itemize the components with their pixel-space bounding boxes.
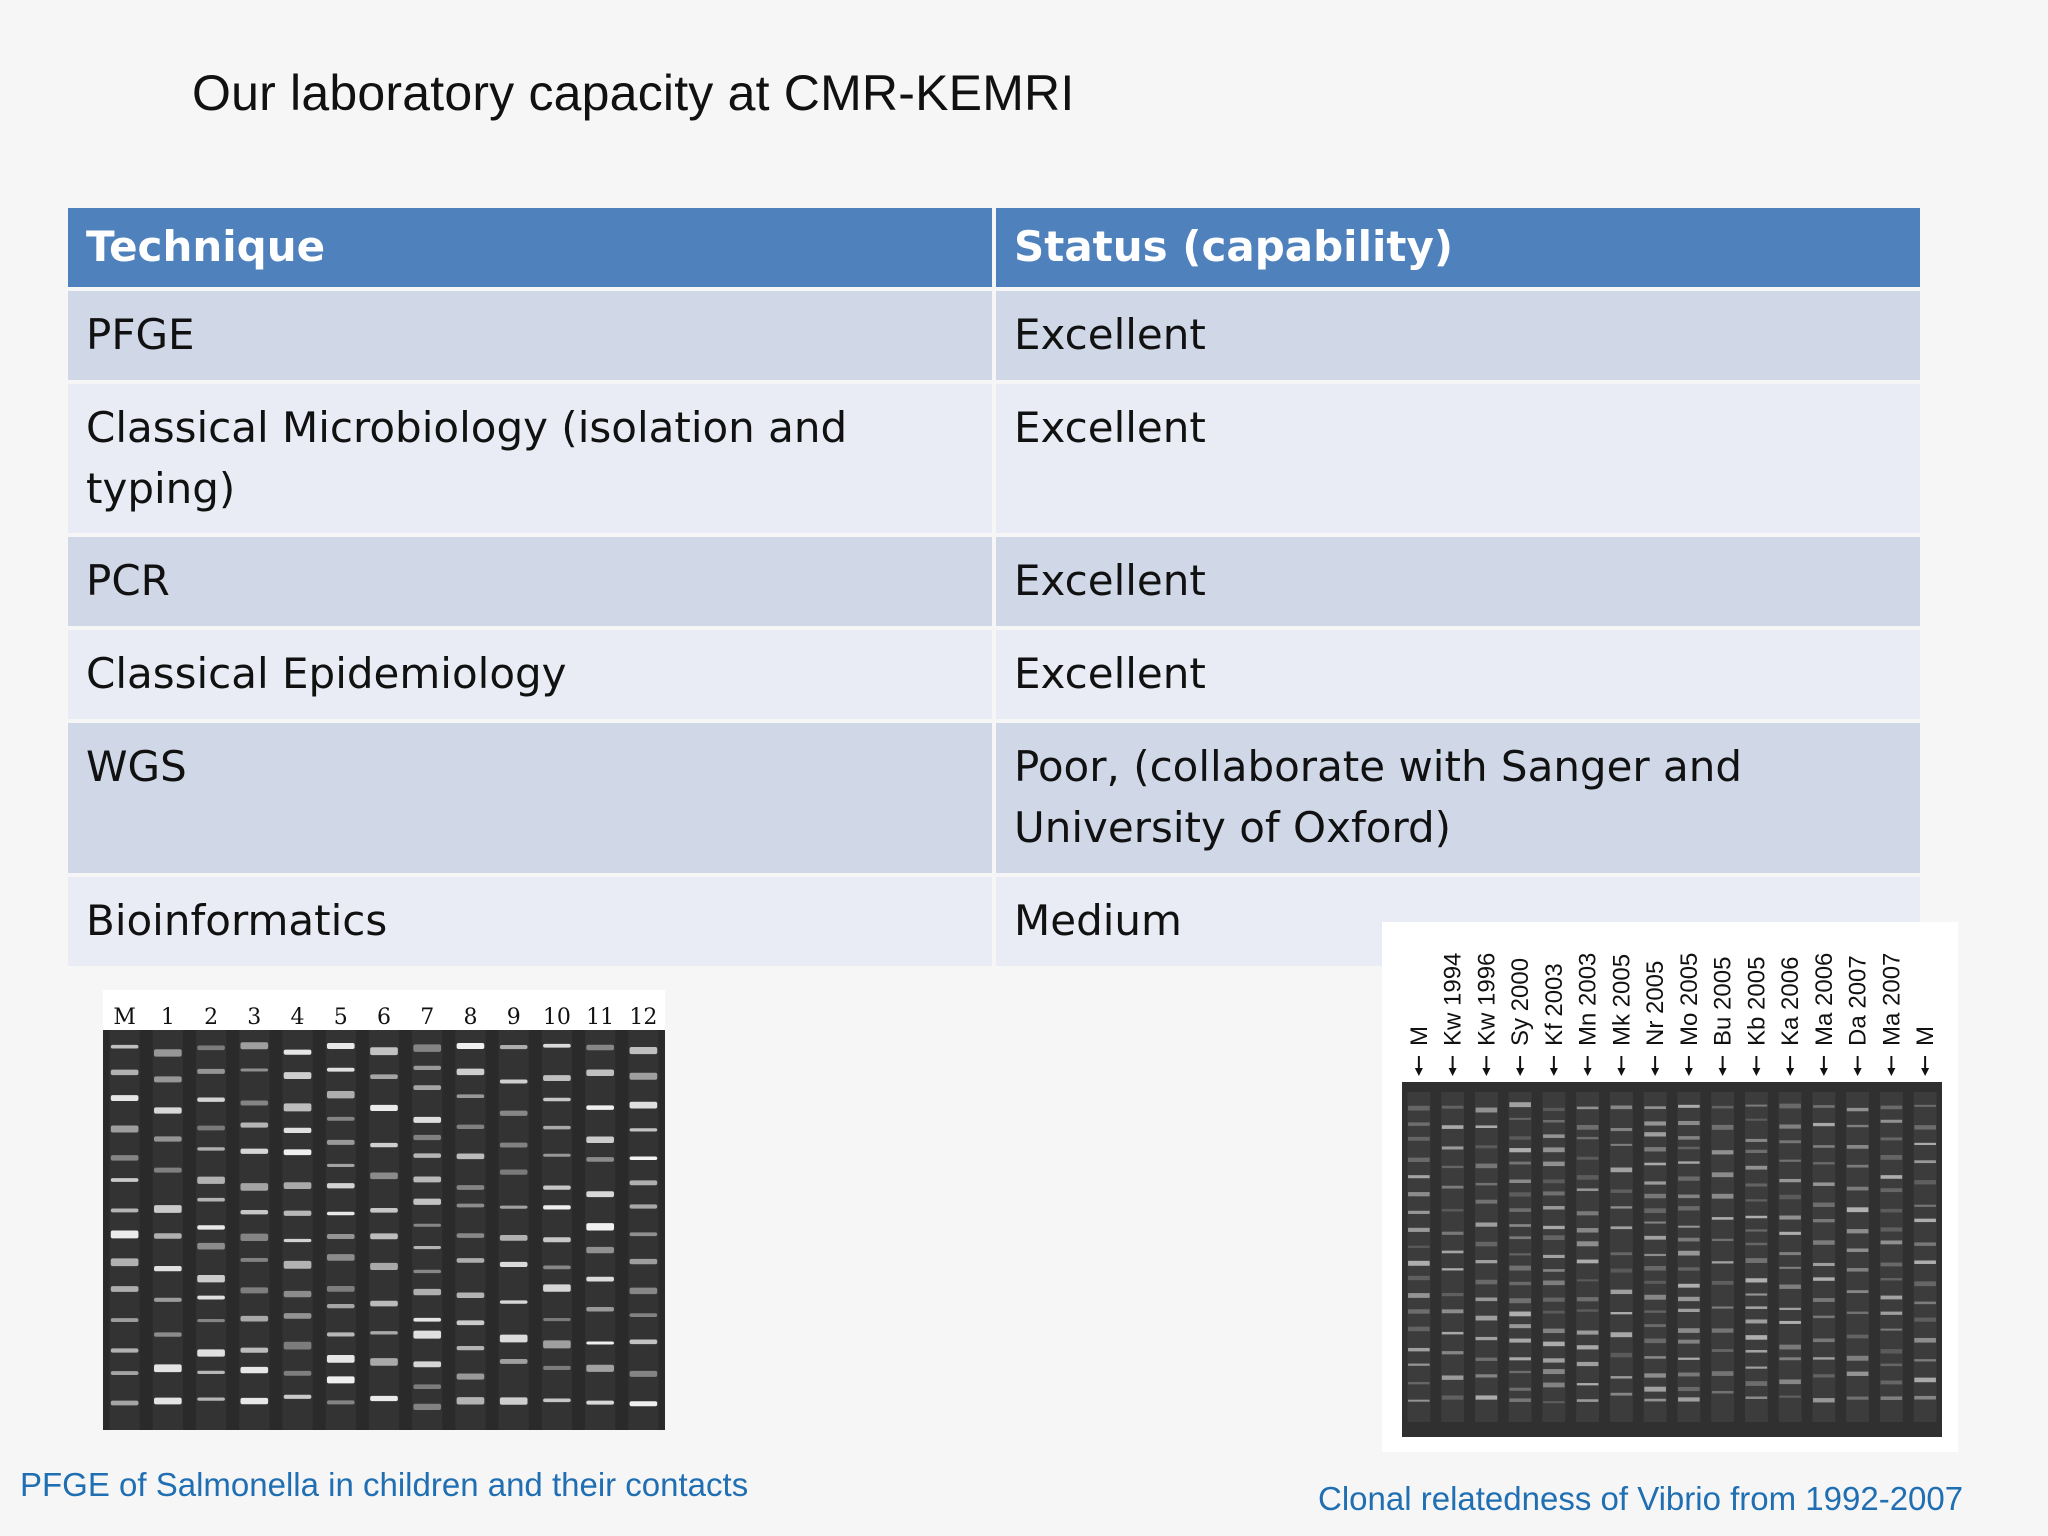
table-row: PCR Excellent	[68, 537, 1920, 627]
cell-status: Excellent	[996, 383, 1920, 534]
gel-right-lane-label: Bu 2005	[1710, 957, 1737, 1046]
table-header-row: Technique Status (capability)	[68, 208, 1920, 287]
gel-left-lane-label: 12	[629, 1005, 657, 1030]
gel-left-lane-label: 6	[377, 1005, 391, 1030]
table-row: WGS Poor, (collaborate with Sanger and U…	[68, 723, 1920, 874]
table-row: PFGE Excellent	[68, 290, 1920, 380]
table-row: Classical Microbiology (isolation and ty…	[68, 383, 1920, 534]
gel-left-lane-label: 4	[291, 1005, 305, 1030]
gel-right-lane-label: Ka 2006	[1777, 957, 1804, 1046]
gel-right-lane-label: Sy 2000	[1507, 958, 1534, 1046]
cell-status: Poor, (collaborate with Sanger and Unive…	[996, 723, 1920, 874]
gel-right-lane-label: Ma 2007	[1878, 953, 1905, 1046]
gel-right-lane-label: Kw 1994	[1440, 953, 1467, 1046]
gel-left-lane-label: 3	[247, 1005, 261, 1030]
gel-right-lane-label: Kf 2003	[1541, 963, 1568, 1046]
gel-right-lane-label: Nr 2005	[1642, 961, 1669, 1046]
cell-technique: PCR	[68, 537, 992, 627]
gel-left-lane-label: 2	[204, 1005, 218, 1030]
cell-technique: WGS	[68, 723, 992, 874]
gel-left-lane-label: 10	[543, 1005, 571, 1030]
gel-left-lane-label: 9	[507, 1005, 521, 1030]
capability-table: Technique Status (capability) PFGE Excel…	[64, 204, 1924, 970]
cell-status: Excellent	[996, 630, 1920, 720]
gel-right-lane-label: Da 2007	[1845, 955, 1872, 1046]
cell-technique: Classical Microbiology (isolation and ty…	[68, 383, 992, 534]
table-row: Classical Epidemiology Excellent	[68, 630, 1920, 720]
gel-right-lane-label: Mn 2003	[1575, 953, 1602, 1046]
gel-right-lane-label: M	[1406, 1026, 1433, 1046]
gel-right-lane-label: Kw 1996	[1473, 953, 1500, 1046]
capability-table-container: Technique Status (capability) PFGE Excel…	[68, 204, 1928, 970]
gel-left-lane-label: 1	[161, 1005, 175, 1030]
header-status: Status (capability)	[996, 208, 1920, 287]
gel-right-lane-label: Kb 2005	[1743, 957, 1770, 1046]
gel-left-lane-label: 11	[586, 1005, 614, 1030]
gel-left-lane-label: 7	[420, 1005, 434, 1030]
slide-title: Our laboratory capacity at CMR-KEMRI	[192, 65, 1075, 121]
gel-left-lane-label: M	[113, 1005, 136, 1030]
cell-technique: Bioinformatics	[68, 877, 992, 966]
gel-left-lane-label: 8	[463, 1005, 477, 1030]
gel-left-lane-label: 5	[334, 1005, 348, 1030]
cell-status: Excellent	[996, 537, 1920, 627]
header-technique: Technique	[68, 208, 992, 287]
gel-right-lane-label: M	[1912, 1026, 1939, 1046]
gel-right-lane-label: Mo 2005	[1676, 953, 1703, 1046]
gel-right-lane-label: Ma 2006	[1811, 953, 1838, 1046]
caption-pfge-salmonella: PFGE of Salmonella in children and their…	[20, 1466, 749, 1503]
gel-right-lane-label: Mk 2005	[1608, 954, 1635, 1046]
cell-status: Excellent	[996, 290, 1920, 380]
cell-technique: PFGE	[68, 290, 992, 380]
cell-technique: Classical Epidemiology	[68, 630, 992, 720]
caption-vibrio: Clonal relatedness of Vibrio from 1992-2…	[1318, 1480, 1964, 1517]
